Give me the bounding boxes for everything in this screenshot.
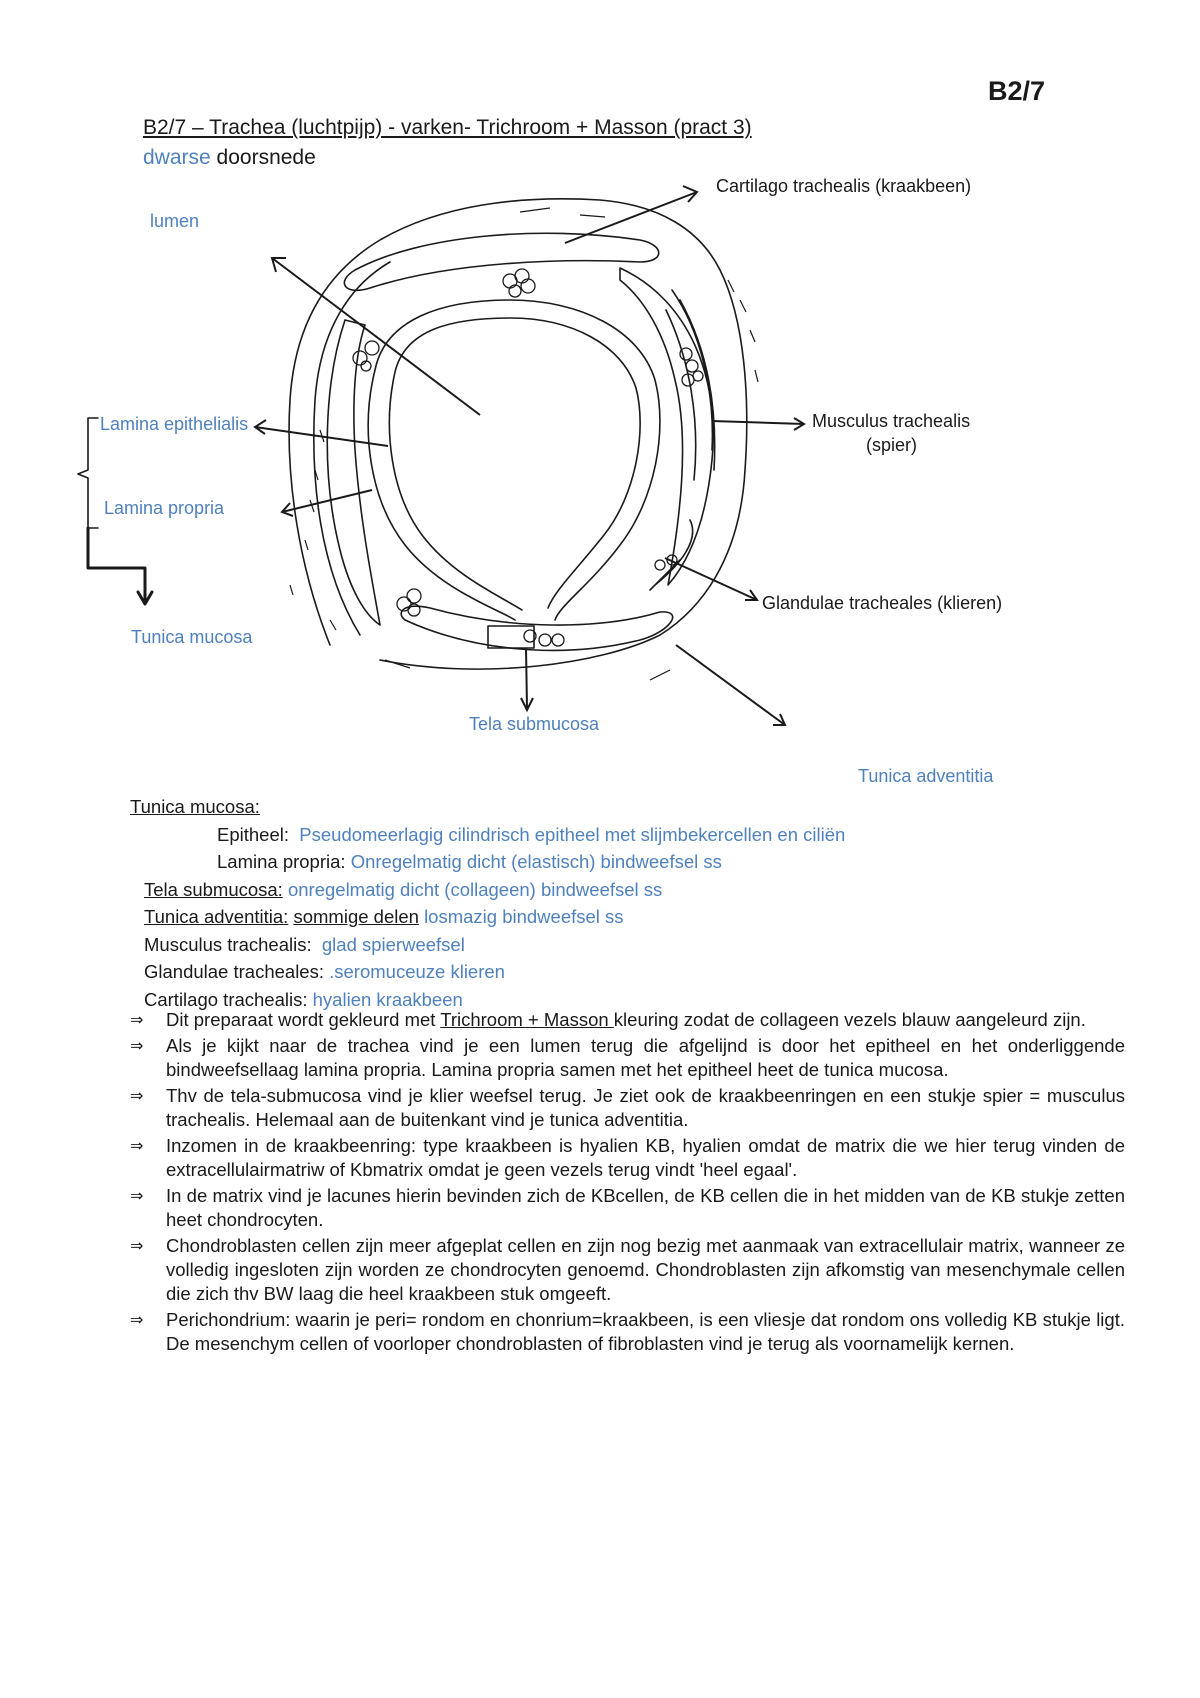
note-item: ⇒ Inzomen in de kraakbeenring: type kraa… [130,1134,1125,1182]
page-code: B2/7 [988,76,1046,106]
adventitia-outline [288,198,748,670]
def-adventitia: Tunica adventitia: sommige delen losmazi… [144,903,1130,931]
def-tela-label: Tela submucosa: [144,878,283,900]
label-tela-submucosa: Tela submucosa [469,714,600,734]
note-item: ⇒ Perichondrium: waarin je peri= rondom … [130,1308,1125,1356]
page-subtitle: dwarse doorsnede [143,146,316,170]
page-title: B2/7 – Trachea (luchtpijp) - varken- Tri… [143,116,752,139]
note-1-underlined: Trichroom + Masson [440,1009,614,1030]
def-musculus-label: Musculus trachealis: [144,933,312,955]
label-tunica-mucosa: Tunica mucosa [131,627,253,647]
note-item: ⇒ Dit preparaat wordt gekleurd met Trich… [130,1008,1125,1032]
note-item: ⇒ Thv de tela-submucosa vind je klier we… [130,1084,1125,1132]
note-1-post: kleuring zodat de collageen vezels blauw… [613,1009,1086,1030]
cartilage-ring-top [343,232,660,292]
def-heading: Tunica mucosa: [130,793,1130,821]
musculus-trachealis [649,289,716,591]
cartilage-ring-right [619,267,715,586]
note-3-text: Thv de tela-submucosa vind je klier weef… [166,1085,1125,1130]
note-6-text: Chondroblasten cellen zijn meer afgeplat… [166,1235,1125,1304]
subtitle-rest: doorsnede [216,146,316,169]
cartilage-ring-bottom [400,605,674,652]
def-cartilago-label: Cartilago trachealis: [144,988,308,1010]
adventitia-outline-2 [313,261,391,636]
annotation-arrows [253,185,806,726]
def-lamina-value: Onregelmatig dicht (elastisch) bindweefs… [350,851,722,872]
arrow-right-icon: ⇒ [130,1310,144,1329]
def-epitheel: Epitheel: Pseudomeerlagig cilindrisch ep… [217,821,1130,849]
label-musculus-2: (spier) [866,435,918,455]
def-musculus-value: glad spierweefsel [321,933,465,955]
arrow-right-icon: ⇒ [130,1036,144,1055]
note-item: ⇒ In de matrix vind je lacunes hierin be… [130,1184,1125,1232]
def-adventitia-value: losmazig bindweefsel ss [424,906,624,927]
label-tunica-adventitia: Tunica adventitia [858,766,994,786]
arrow-right-icon: ⇒ [130,1186,144,1205]
def-glandulae-value: .seromuceuze klieren [329,961,505,982]
label-glandulae: Glandulae tracheales (klieren) [762,593,1003,613]
note-1-pre: Dit preparaat wordt gekleurd met [166,1009,441,1030]
note-5-text: In de matrix vind je lacunes hierin bevi… [166,1185,1125,1230]
label-lamina-propria: Lamina propria [104,498,225,518]
def-adventitia-mid: sommige delen [293,906,419,927]
trachea-diagram [77,185,806,726]
note-item: ⇒ Als je kijkt naar de trachea vind je e… [130,1034,1125,1082]
label-cartilago: Cartilago trachealis (kraakbeen) [716,176,972,196]
def-cartilago-value: hyalien kraakbeen [312,988,463,1010]
def-musculus: Musculus trachealis: glad spierweefsel [144,931,1130,959]
def-glandulae-label: Glandulae tracheales: [144,961,324,982]
mucosa-bracket [77,417,99,529]
mucosa-bracket-arrow [86,526,147,602]
mucosa-outer-line [367,299,661,621]
def-tela-value: onregelmatig dicht (collageen) bindweefs… [287,878,663,900]
cartilage-ring-left [326,319,381,626]
submucosa-box [487,625,535,649]
arrow-right-icon: ⇒ [130,1136,144,1155]
arrow-right-icon: ⇒ [130,1086,144,1105]
def-lamina-label: Lamina propria: [217,851,346,872]
subtitle-blue: dwarse [143,146,211,169]
def-epitheel-label: Epitheel: [217,823,289,845]
arrow-right-icon: ⇒ [130,1010,144,1029]
definitions: Tunica mucosa: Epitheel: Pseudomeerlagig… [130,793,1130,1013]
label-lumen: lumen [150,211,200,231]
def-lamina: Lamina propria: Onregelmatig dicht (elas… [217,848,1130,876]
arrow-right-icon: ⇒ [130,1236,144,1255]
label-musculus-1: Musculus trachealis [812,411,971,431]
note-4-text: Inzomen in de kraakbeenring: type kraakb… [166,1135,1125,1180]
def-adventitia-label: Tunica adventitia: [144,906,289,927]
connective-tissue-strokes [289,207,759,681]
def-epitheel-value: Pseudomeerlagig cilindrisch epitheel met… [299,823,846,845]
def-glandulae: Glandulae tracheales: .seromuceuze klier… [144,958,1130,986]
def-tela: Tela submucosa: onregelmatig dicht (coll… [144,876,1130,904]
def-cartilago: Cartilago trachealis: hyalien kraakbeen [144,986,1130,1014]
notes-list: ⇒ Dit preparaat wordt gekleurd met Trich… [130,1008,1125,1358]
note-item: ⇒ Chondroblasten cellen zijn meer afgepl… [130,1234,1125,1306]
note-2-text: Als je kijkt naar de trachea vind je een… [166,1035,1125,1080]
mucosa-inner-line [388,317,641,611]
label-lamina-epithelialis: Lamina epithelialis [100,414,249,434]
def-heading-text: Tunica mucosa: [130,796,260,817]
note-7-text: Perichondrium: waarin je peri= rondom en… [166,1309,1125,1354]
